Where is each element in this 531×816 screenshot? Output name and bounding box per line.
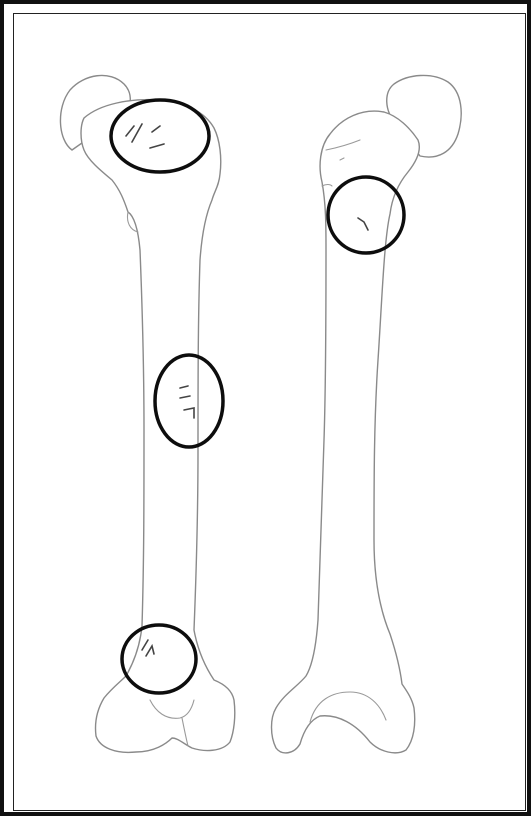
left-proximal-lesion-marks [125,123,165,149]
right-femur [270,74,462,754]
left-midshaft-lesion-marks [179,385,195,419]
left-proximal-highlight[interactable] [109,98,211,174]
left-femur-lesser-trochanter [126,211,139,233]
left-distal-highlight[interactable] [120,623,198,695]
left-distal-lesion-marks [141,639,155,657]
right-femur-crest-dots [321,157,345,187]
figure-inner-frame [13,13,526,811]
right-proximal-highlight[interactable] [326,175,406,255]
left-femur [59,74,236,754]
right-femur-condyle-arch [309,691,387,723]
right-femur-body [270,110,420,754]
left-femur-body [80,98,236,754]
right-femur-intertrochanteric-crest [325,139,361,151]
left-midshaft-highlight[interactable] [153,353,225,449]
left-femur-condyle-notch [149,699,195,719]
right-femur-head [386,74,462,158]
left-femur-condyle-line [181,717,189,747]
right-proximal-lesion-mark [357,217,369,231]
